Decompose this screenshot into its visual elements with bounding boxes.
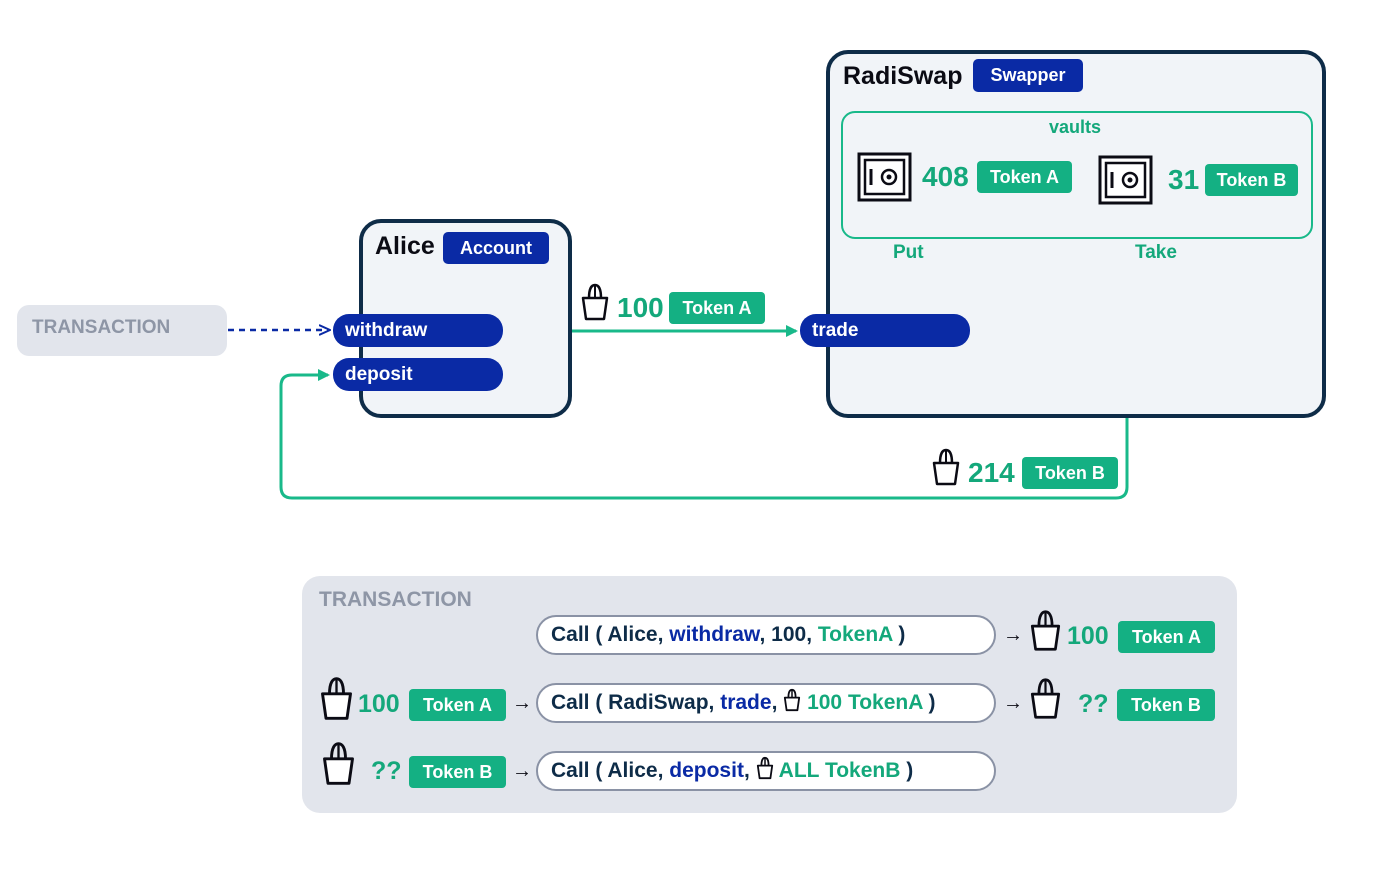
call-method: trade xyxy=(720,691,772,714)
take-to-deposit-arrow xyxy=(279,205,1129,500)
row3-in-token-badge: Token B xyxy=(409,756,506,788)
call-sep: , xyxy=(771,691,784,714)
alice-title: Alice xyxy=(375,232,435,260)
swapper-badge: Swapper xyxy=(973,59,1083,92)
row2-out-amount: ?? xyxy=(1078,690,1109,718)
bucket-icon xyxy=(1030,610,1061,651)
row2-in-token-badge: Token A xyxy=(409,689,506,721)
row2-out-token-badge: Token B xyxy=(1117,689,1215,721)
bucket-icon xyxy=(932,448,960,486)
radiswap-title: RadiSwap xyxy=(843,62,963,90)
withdraw-method[interactable]: withdraw xyxy=(333,314,503,347)
bucket-icon xyxy=(756,756,773,780)
transaction-panel-label: TRANSACTION xyxy=(319,588,472,611)
bucket-icon xyxy=(784,688,801,712)
call-withdraw: Call ( Alice, withdraw, 100, TokenA ) xyxy=(536,615,996,655)
safe-icon xyxy=(1098,155,1153,205)
arrow-icon: → xyxy=(1003,624,1023,646)
bucket-icon xyxy=(321,677,352,720)
transaction-label: TRANSACTION xyxy=(32,317,171,338)
put-label: Put xyxy=(893,242,924,263)
call-method: withdraw xyxy=(669,623,760,646)
flow-out-amount: 100 xyxy=(617,292,664,323)
row2-in-amount: 100 xyxy=(358,690,400,718)
row1-out-amount: 100 xyxy=(1067,622,1109,650)
row1-out-token-badge: Token A xyxy=(1118,621,1215,653)
call-suffix: ) xyxy=(892,623,906,646)
arrow-icon: → xyxy=(1003,692,1023,714)
call-bucket-arg: ALL TokenB xyxy=(778,759,901,782)
call-prefix: Call ( Alice, xyxy=(551,623,670,646)
bucket-icon xyxy=(323,742,354,785)
arrow-icon: → xyxy=(512,692,532,714)
call-prefix: Call ( RadiSwap, xyxy=(551,691,721,714)
call-token-arg: TokenA xyxy=(817,623,893,646)
deposit-method[interactable]: deposit xyxy=(333,358,503,391)
arrow-icon: → xyxy=(512,760,532,782)
vault-a-token-badge: Token A xyxy=(977,161,1072,193)
call-suffix: ) xyxy=(922,691,936,714)
vault-b-token-badge: Token B xyxy=(1205,164,1298,196)
call-trade: Call ( RadiSwap, trade, 100 TokenA ) xyxy=(536,683,996,723)
vaults-label: vaults xyxy=(1049,117,1102,137)
take-label: Take xyxy=(1135,242,1177,263)
call-args: , 100, xyxy=(759,623,818,646)
call-method: deposit xyxy=(669,759,744,782)
safe-icon xyxy=(857,152,912,202)
call-suffix: ) xyxy=(900,759,914,782)
vault-a-amount: 408 xyxy=(922,161,969,192)
account-badge: Account xyxy=(443,232,549,264)
bucket-icon xyxy=(1030,678,1061,719)
flow-back-amount: 214 xyxy=(968,457,1015,488)
call-prefix: Call ( Alice, xyxy=(551,759,670,782)
transaction-source: TRANSACTION xyxy=(17,305,227,356)
flow-out-token-badge: Token A xyxy=(669,292,765,324)
flow-back-token-badge: Token B xyxy=(1022,457,1118,489)
bucket-icon xyxy=(581,283,609,321)
call-sep: , xyxy=(743,759,756,782)
call-bucket-arg: 100 TokenA xyxy=(807,691,923,714)
vault-b-amount: 31 xyxy=(1168,164,1200,195)
call-deposit: Call ( Alice, deposit, ALL TokenB ) xyxy=(536,751,996,791)
trade-method[interactable]: trade xyxy=(800,314,970,347)
row3-in-amount: ?? xyxy=(371,757,402,785)
